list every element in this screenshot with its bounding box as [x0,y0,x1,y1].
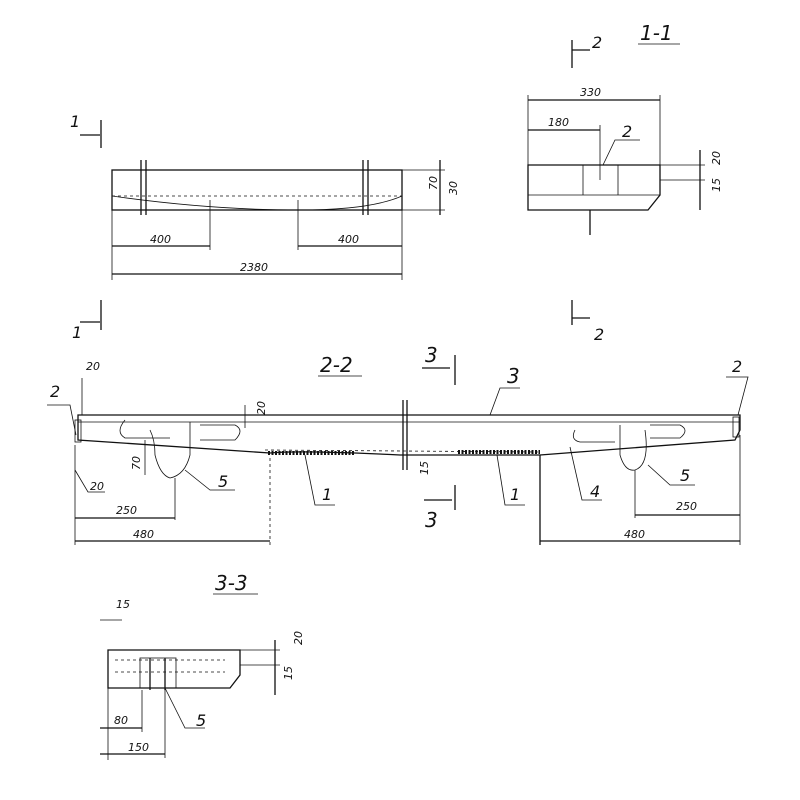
leader-1-left: 1 [322,485,332,504]
leader-3: 3 [507,364,520,388]
leader-2-left: 2 [50,382,60,401]
dim-20: 20 [292,631,305,645]
section-1-1-title: 1-1 [640,21,673,45]
dim-330: 330 [580,86,601,99]
dim-15-side: 15 [282,666,295,680]
dim-480-left: 480 [133,528,154,541]
dim-15: 15 [710,178,723,192]
dim-400-left: 400 [150,233,171,246]
dim-20: 20 [710,151,723,165]
dim-2380: 2380 [240,261,268,274]
dim-400-right: 400 [338,233,359,246]
section-mark-1-top: 1 [70,112,80,131]
leader-2: 2 [622,122,632,141]
loop-left [119,419,241,479]
dim-180: 180 [548,116,569,129]
dim-20-top: 20 [86,360,100,373]
section-3-3-title: 3-3 [215,571,248,595]
section-mark-2-bottom: 2 [594,325,604,344]
section-mark-3-top: 3 [425,343,438,367]
dim-150: 150 [128,741,149,754]
dim-20-bottom: 20 [90,480,104,493]
top-view: 1 400 400 2380 70 30 1 [70,112,460,342]
section-2-2: 2-2 20 2 20 70 20 5 1 250 480 3 3 15 3 1… [47,343,749,545]
section-mark-2-top: 2 [592,33,602,52]
dim-70: 70 [427,176,440,190]
slab-outline [111,169,403,211]
leader-1-right: 1 [510,485,520,504]
dim-70: 70 [130,456,143,470]
dim-80: 80 [114,714,128,727]
leader-5-left: 5 [218,472,228,491]
dim-250-right: 250 [676,500,697,513]
section-outline [527,164,661,211]
beam-outline [77,414,741,456]
dim-15-top: 15 [116,598,130,611]
section-1-1: 1-1 2 330 180 2 20 15 2 [527,21,723,344]
dim-480-right: 480 [624,528,645,541]
section-3-3: 3-3 15 20 15 80 150 5 [100,571,305,760]
dim-30: 30 [447,181,460,195]
leader-5: 5 [196,711,206,730]
section-3-3-outline [107,649,241,689]
section-2-2-title: 2-2 [320,353,353,377]
section-mark-1-bottom: 1 [72,323,82,342]
dim-20-mid: 20 [255,401,268,415]
leader-5-right: 5 [680,466,690,485]
leader-4: 4 [590,482,600,501]
dim-250-left: 250 [116,504,137,517]
dim-15: 15 [418,461,431,475]
section-mark-3-bottom: 3 [425,508,438,532]
leader-2-right: 2 [732,357,742,376]
